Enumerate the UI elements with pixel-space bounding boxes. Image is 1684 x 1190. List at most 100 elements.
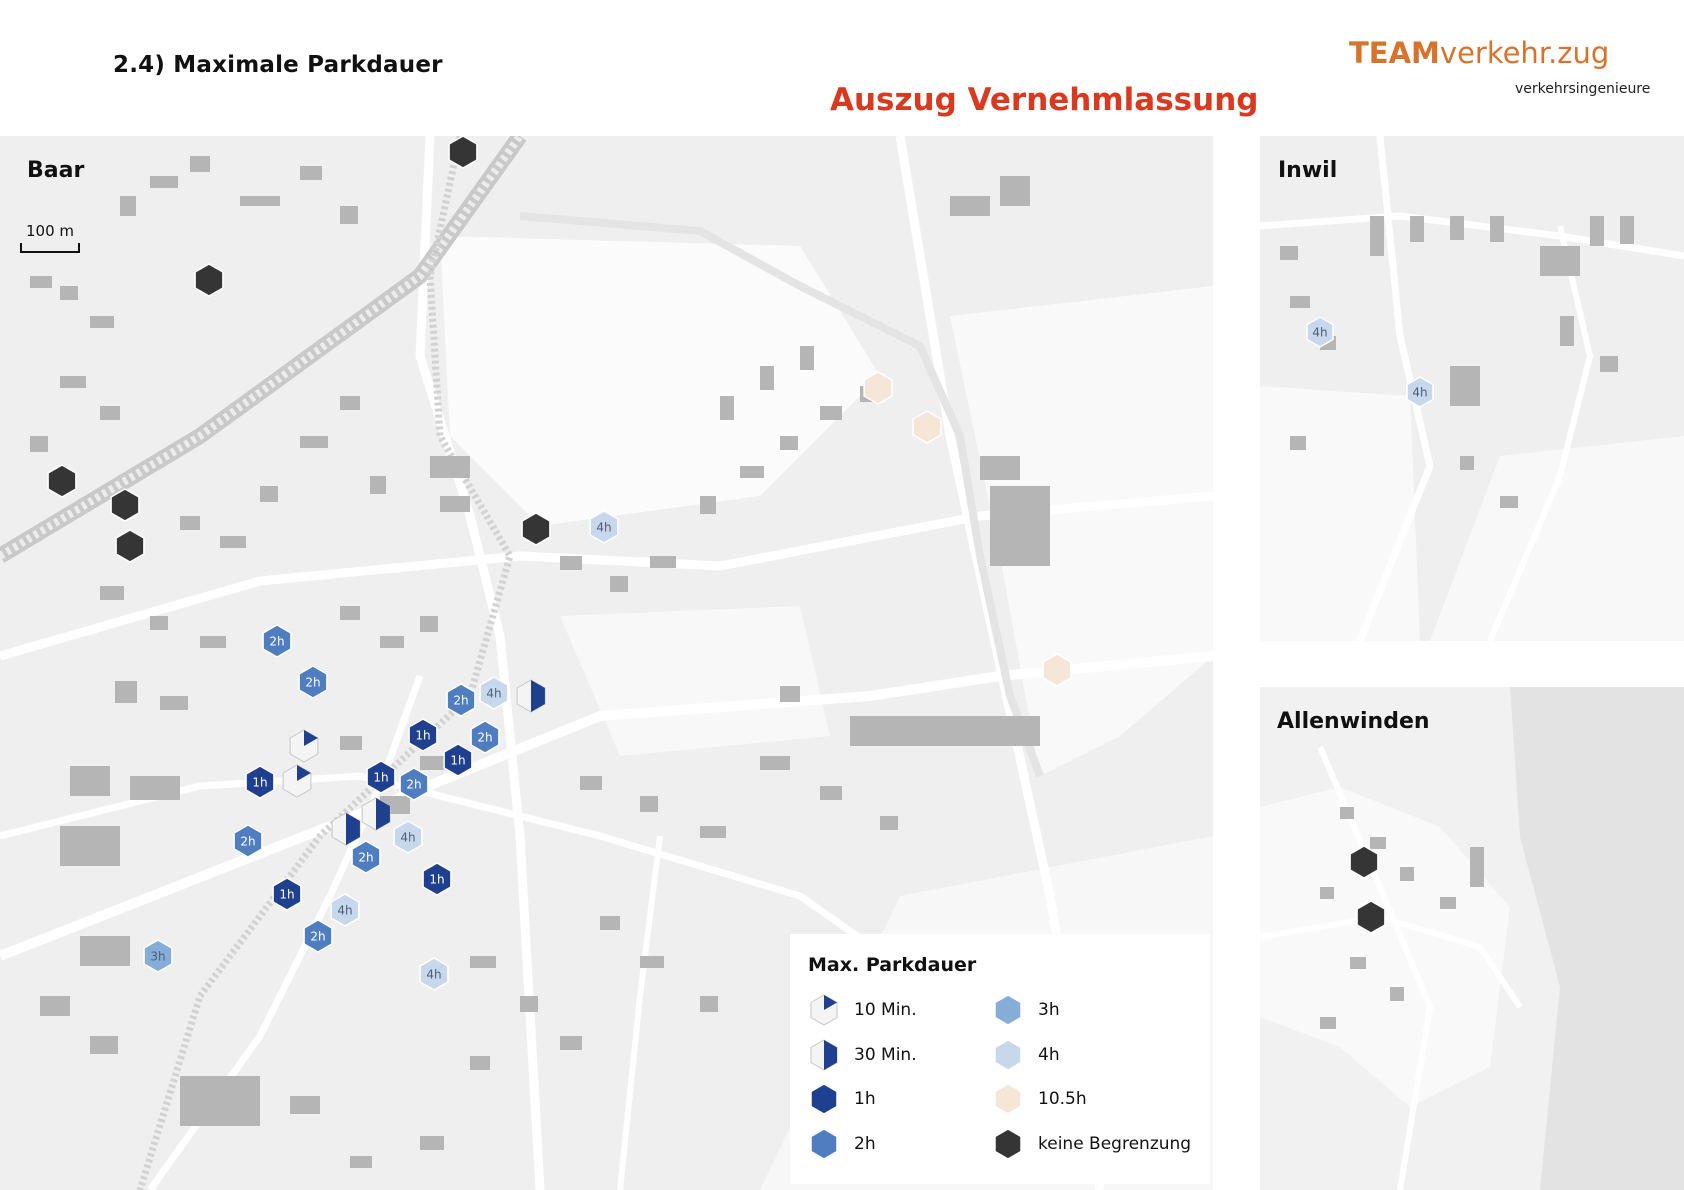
legend-item-10min: 10 Min. [808,992,1038,1028]
parking-1h-marker[interactable]: 1h [443,743,473,777]
parking-10min-marker[interactable] [289,729,319,763]
legend-label: 4h [1038,1045,1060,1065]
legend-swatch-icon [810,1128,838,1160]
logo-bold: TEAM [1349,36,1440,70]
parking-4h-marker[interactable]: 4h [589,510,619,544]
parking-10-5h-marker[interactable] [863,371,893,405]
parking-1h-marker[interactable]: 1h [422,862,452,896]
subtitle: Auszug Vernehmlassung [830,82,1259,118]
parking-4h-marker[interactable]: 4h [1406,376,1434,408]
parking-30min-marker[interactable] [516,679,546,713]
parking-30min-marker[interactable] [810,1039,838,1071]
parking-10min-marker[interactable] [810,994,838,1026]
no-limit-marker[interactable] [521,512,551,546]
marker-label: 4h [337,904,352,918]
no-limit-marker[interactable] [47,464,77,498]
legend-swatch-icon [994,1039,1022,1071]
no-limit-marker[interactable] [115,529,145,563]
marker-label: 1h [279,888,294,902]
parking-1h-marker[interactable]: 1h [408,718,438,752]
parking-4h-marker[interactable] [994,1039,1022,1071]
legend: Max. Parkdauer 10 Min. 30 Min. 1h 2h 3h 4h 10.… [790,934,1210,1184]
parking-1h-marker[interactable]: 1h [366,760,396,794]
map-background-inwil [1260,136,1684,641]
parking-4h-marker[interactable]: 4h [393,820,423,854]
map-label-allenwinden: Allenwinden [1277,709,1430,734]
legend-item-none: keine Begrenzung [992,1126,1213,1162]
marker-label: 2h [310,930,325,944]
legend-label: 1h [854,1089,876,1109]
legend-item-10-5h: 10.5h [992,1081,1213,1117]
marker-label: 4h [596,521,611,535]
marker-label: 1h [252,776,267,790]
scale-bar: 100 m [20,222,80,253]
legend-label: 30 Min. [854,1045,917,1065]
parking-3h-marker[interactable]: 3h [143,939,173,973]
parking-10min-marker[interactable] [282,764,312,798]
map-markers-baar: 4h 2h 2h 2h 4h 1h 2h 1h 1h 1h 2h 4h 2h 2h 1h 1h 4h 2h 3h 4h [47,136,1072,991]
no-limit-marker[interactable] [1349,845,1379,879]
parking-4h-marker[interactable]: 4h [479,676,509,710]
marker-label: 2h [477,731,492,745]
parking-30min-marker[interactable] [361,797,391,831]
parking-30min-marker[interactable] [331,812,361,846]
parking-10-5h-marker[interactable] [1042,653,1072,687]
legend-title: Max. Parkdauer [808,954,977,976]
no-limit-marker[interactable] [1356,900,1386,934]
legend-label: 3h [1038,1000,1060,1020]
parking-3h-marker[interactable] [994,994,1022,1026]
parking-2h-marker[interactable]: 2h [262,624,292,658]
legend-item-30min: 30 Min. [808,1037,1038,1073]
parking-1h-marker[interactable] [810,1083,838,1115]
parking-4h-marker[interactable]: 4h [1306,316,1334,348]
marker-label: 2h [453,694,468,708]
parking-10-5h-marker[interactable] [994,1083,1022,1115]
parking-2h-marker[interactable]: 2h [470,720,500,754]
legend-swatch-icon [810,1039,838,1071]
map-background-baar [0,136,1213,1190]
parking-10-5h-marker[interactable] [912,410,942,444]
legend-label: 10 Min. [854,1000,917,1020]
parking-1h-marker[interactable]: 1h [272,877,302,911]
marker-label: 3h [150,950,165,964]
legend-item-2h: 2h [808,1126,1038,1162]
marker-label: 2h [269,635,284,649]
no-limit-marker[interactable] [448,136,478,169]
marker-label: 2h [305,676,320,690]
marker-label: 4h [400,831,415,845]
marker-label: 1h [450,754,465,768]
parking-2h-marker[interactable]: 2h [446,683,476,717]
legend-swatch-icon [994,994,1022,1026]
marker-label: 1h [429,873,444,887]
parking-2h-marker[interactable]: 2h [351,840,381,874]
parking-2h-marker[interactable]: 2h [399,767,429,801]
parking-2h-marker[interactable]: 2h [298,665,328,699]
legend-label: keine Begrenzung [1038,1134,1192,1154]
parking-2h-marker[interactable]: 2h [233,824,263,858]
marker-label: 4h [1312,326,1327,340]
logo-tagline: verkehrsingenieure [1515,81,1651,97]
legend-swatch-icon [810,1083,838,1115]
marker-label: 2h [406,778,421,792]
map-panel-allenwinden[interactable]: Allenwinden [1260,687,1684,1190]
no-limit-marker[interactable] [994,1128,1022,1160]
parking-2h-marker[interactable] [810,1128,838,1160]
parking-2h-marker[interactable]: 2h [303,919,333,953]
parking-1h-marker[interactable]: 1h [245,765,275,799]
legend-label: 2h [854,1134,876,1154]
legend-label: 10.5h [1038,1089,1087,1109]
legend-swatch-icon [994,1083,1022,1115]
legend-item-1h: 1h [808,1081,1038,1117]
legend-item-4h: 4h [992,1037,1213,1073]
map-markers-inwil: 4h 4h [1306,316,1434,408]
scale-label: 100 m [26,222,75,240]
marker-label: 2h [240,835,255,849]
no-limit-marker[interactable] [194,263,224,297]
parking-4h-marker[interactable]: 4h [419,957,449,991]
parking-4h-marker[interactable]: 4h [330,893,360,927]
logo-rest: verkehr.zug [1439,36,1610,70]
no-limit-marker[interactable] [110,488,140,522]
map-label-inwil: Inwil [1278,158,1338,183]
map-panel-inwil[interactable]: 4h 4h Inwil [1260,136,1684,641]
